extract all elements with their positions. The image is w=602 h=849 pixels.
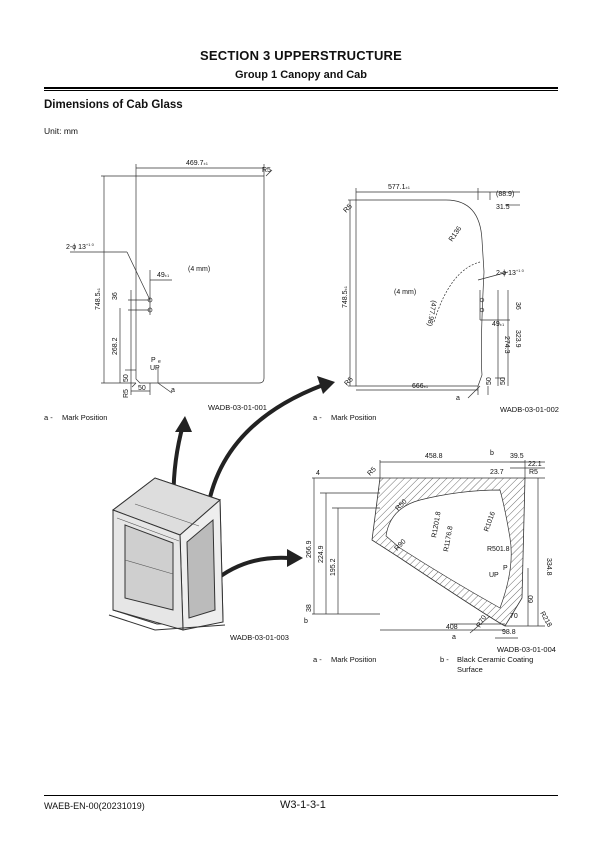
fig4-clear-area — [385, 489, 512, 609]
fig2-right-offset: 31.5 — [496, 204, 510, 211]
fig4-top-right: 39.5 — [510, 453, 524, 460]
fig4-code: WADB-03-01-004 — [497, 645, 556, 654]
fig4-height-224: 224.9 — [318, 545, 325, 563]
fig4-r70: R70 — [476, 614, 489, 629]
fig1-mark-e: e — [158, 359, 161, 365]
fig4-r501: R501.8 — [487, 546, 510, 553]
fig4-key-b-text: Black Ceramic Coating Surface — [457, 655, 534, 674]
fig2-thickness: (4 mm) — [394, 289, 416, 296]
footer-rule — [44, 795, 558, 796]
fig2-code: WADB-03-01-002 — [500, 405, 559, 414]
section-title: SECTION 3 UPPERSTRUCTURE — [200, 48, 402, 63]
figure-4-drawing: 458.8 b 39.5 22.1 23.7 R5 4 R5 R50 R1201… — [304, 450, 553, 641]
fig4-top-width: 458.8 — [425, 453, 443, 460]
fig2-curve-ref: (477.98) — [426, 300, 437, 327]
figure-2-drawing: 577.1±1 (88.9) 31.5 R5 R136 2-ϕ 13+1 0 (… — [342, 184, 525, 402]
fig4-thickness-top: 4 — [316, 470, 320, 477]
fig4-key-b-letter: b - — [440, 655, 449, 664]
fig1-hole-height: 268.2 — [112, 337, 119, 355]
fig4-bottom-right: 98.8 — [502, 629, 516, 636]
fig4-b-label: b — [490, 450, 494, 457]
fig1-key-letter: a - — [44, 413, 53, 422]
fig1-height: 748.5±1 — [95, 287, 102, 310]
footer-doc-code: WAEB-EN-00(20231019) — [44, 801, 145, 811]
fig2-glass-outline — [355, 199, 485, 387]
fig2-hole-spacing: 36 — [514, 302, 521, 310]
fig4-b-label2: b — [304, 618, 308, 625]
fig4-height-total: 266.9 — [306, 540, 313, 558]
fig4-dim-70: 70 — [510, 613, 518, 620]
fig2-height: 748.5±1 — [342, 285, 349, 308]
fig4-r1201: R1201.8 — [431, 511, 443, 538]
fig4-dim-60: 60 — [528, 595, 535, 603]
page-heading: Dimensions of Cab Glass — [44, 99, 183, 111]
fig1-hole-spacing: 36 — [112, 292, 119, 300]
fig1-mark-width: 50 — [138, 385, 146, 392]
fig2-right-ref: (88.9) — [496, 191, 514, 198]
arrow-to-fig4 — [211, 555, 292, 584]
fig1-hole-offset: 49±1 — [157, 272, 170, 279]
fig2-mark-letter: a — [456, 395, 460, 402]
fig2-hole-h1: 274.3 — [503, 336, 510, 354]
fig1-thickness: (4 mm) — [188, 266, 210, 273]
fig4-thickness-bottom: 38 — [306, 604, 313, 612]
fig2-top-width: 577.1±1 — [388, 184, 411, 191]
fig4-r5c: R5 — [529, 469, 538, 476]
fig2-hole-h2: 323.9 — [514, 330, 521, 348]
header-rule — [44, 87, 558, 89]
fig4-r5: R5 — [366, 466, 377, 477]
header-rule-thin — [44, 90, 558, 91]
fig4-top-right2: 22.1 — [528, 461, 542, 468]
fig2-r5b: R5 — [343, 376, 354, 387]
fig2-mark-w2: 50 — [500, 377, 507, 385]
fig1-hole-label: 2-ϕ 13+1 0 — [66, 242, 95, 251]
fig2-r5: R5 — [342, 203, 353, 214]
fig4-r1176: R1176.8 — [443, 525, 454, 552]
fig1-key-text: Mark Position — [62, 413, 108, 422]
unit-label: Unit: mm — [44, 126, 78, 136]
fig4-mark-p: P — [503, 565, 508, 572]
fig1-r5: R5 — [262, 167, 271, 174]
fig2-bottom-width: 666±1 — [412, 383, 429, 390]
fig4-key-a-text: Mark Position — [331, 655, 377, 664]
fig1-mark-letter: a — [171, 387, 175, 394]
fig2-hole-offset: 49±1 — [492, 321, 505, 328]
fig2-key-text: Mark Position — [331, 413, 377, 422]
fig1-code: WADB-03-01-001 — [208, 403, 267, 412]
fig2-hole-label: 2-ϕ 13+1 0 — [496, 268, 525, 277]
fig1-r5b: R5 — [123, 389, 130, 398]
fig4-coat-width: 23.7 — [490, 469, 504, 476]
figure-1-drawing: 469.7±1 R5 2-ϕ 13+1 0 49±1 (4 mm) 748.5±… — [66, 160, 273, 398]
fig1-mark-height: 50 — [123, 374, 130, 382]
fig4-height-195: 195.2 — [330, 558, 337, 576]
fig1-top-width: 469.7±1 — [186, 160, 209, 167]
fig1-mark-p: P — [151, 357, 156, 364]
fig1-glass-outline — [135, 175, 265, 384]
fig3-code: WADB-03-01-003 — [230, 633, 289, 642]
fig4-height-334: 334.8 — [545, 558, 552, 576]
fig1-mark-up: UP — [150, 365, 160, 372]
fig4-mark-up: UP — [489, 572, 499, 579]
footer-page-number: W3-1-3-1 — [280, 799, 326, 811]
fig2-mark-w1: 50 — [486, 377, 493, 385]
group-title: Group 1 Canopy and Cab — [234, 69, 367, 81]
fig2-key-letter: a - — [313, 413, 322, 422]
figure-3-cab-illustration — [108, 376, 335, 631]
fig4-bottom-width: 408 — [446, 624, 458, 631]
fig4-key-a-letter: a - — [313, 655, 322, 664]
fig2-r136: R136 — [448, 225, 463, 243]
fig4-mark-letter: a — [452, 634, 456, 641]
